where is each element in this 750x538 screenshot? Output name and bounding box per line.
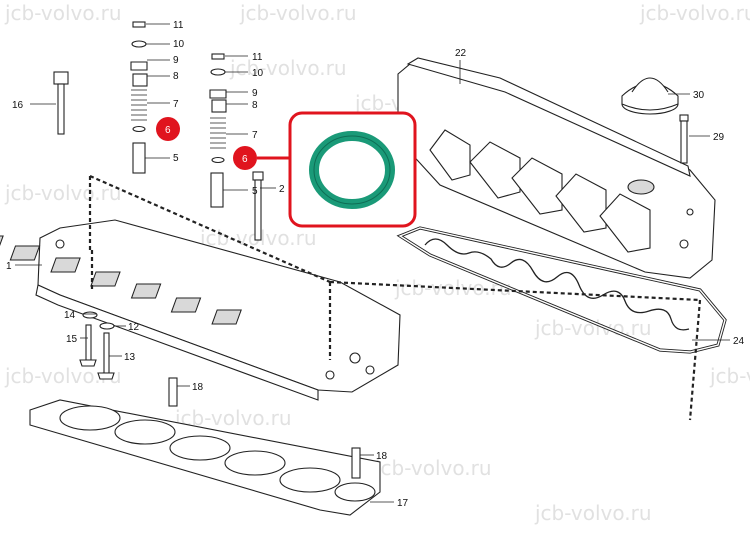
- callout-8-right: 8: [252, 100, 258, 111]
- valve-cover-gasket: [396, 226, 727, 354]
- watermark-10: jcb-volvo.ru: [534, 316, 652, 340]
- cylinder-head: [0, 219, 401, 401]
- callout-6-right: 6: [242, 154, 248, 165]
- callout-8-left: 8: [173, 71, 179, 82]
- watermark-1: jcb-volvo.ru: [4, 1, 122, 25]
- callout-numbers: 11 10 9 8 7 6 5 11 10 9 8 7 6 5 2 16 1 1…: [6, 20, 745, 509]
- callout-2: 2: [279, 184, 285, 195]
- head-gasket: [29, 399, 381, 516]
- leader-lines: [15, 23, 730, 503]
- highlight-dot-right: [233, 146, 257, 170]
- oil-filler-cap: [621, 77, 679, 115]
- callout-6-left: 6: [165, 125, 171, 136]
- callout-11-left: 11: [173, 20, 184, 31]
- callout-9-right: 9: [252, 88, 258, 99]
- valve-cover: [397, 57, 716, 279]
- watermark-15: jcb-volvo.ru: [534, 501, 652, 525]
- zoom-box: [288, 111, 417, 228]
- watermark-2: jcb-volvo.ru: [239, 1, 357, 25]
- callout-1: 1: [6, 261, 12, 272]
- callout-7-right: 7: [252, 130, 258, 141]
- watermark-7: jcb-volvo.ru: [4, 181, 122, 205]
- callout-18-left: 18: [192, 382, 204, 393]
- callout-22: 22: [455, 48, 467, 59]
- bolt-29: [679, 114, 689, 164]
- o-ring: [309, 131, 395, 209]
- dowel-pins: [168, 377, 361, 479]
- highlight-dot-left: [156, 117, 180, 141]
- watermark-14: jcb-volvo.ru: [374, 456, 492, 480]
- callout-18-right: 18: [376, 451, 388, 462]
- callout-15: 15: [66, 334, 78, 345]
- valve-stack-right: [209, 53, 227, 208]
- callout-13: 13: [124, 352, 136, 363]
- callout-10-left: 10: [173, 39, 185, 50]
- callout-11-right: 11: [252, 52, 263, 63]
- bolt-2: [252, 171, 264, 241]
- head-bolt: [53, 71, 69, 135]
- callout-29: 29: [713, 132, 725, 143]
- watermark-3: jcb-volvo.ru: [639, 1, 750, 25]
- head-ports: [0, 235, 242, 325]
- watermark-12: jcb-volvo.ru: [709, 364, 750, 388]
- callout-30: 30: [693, 90, 705, 101]
- callout-24: 24: [733, 336, 745, 347]
- callout-14: 14: [64, 310, 76, 321]
- callout-9-left: 9: [173, 55, 179, 66]
- callout-5-right: 5: [252, 186, 258, 197]
- callout-12: 12: [128, 322, 140, 333]
- callout-16: 16: [12, 100, 24, 111]
- guide-lines: [88, 174, 702, 421]
- callout-7-left: 7: [173, 99, 179, 110]
- valve-stack-left: [130, 21, 148, 174]
- callout-10-right: 10: [252, 68, 264, 79]
- callout-17: 17: [397, 498, 409, 509]
- callout-5-left: 5: [173, 153, 179, 164]
- watermark-4: jcb-volvo.ru: [229, 56, 347, 80]
